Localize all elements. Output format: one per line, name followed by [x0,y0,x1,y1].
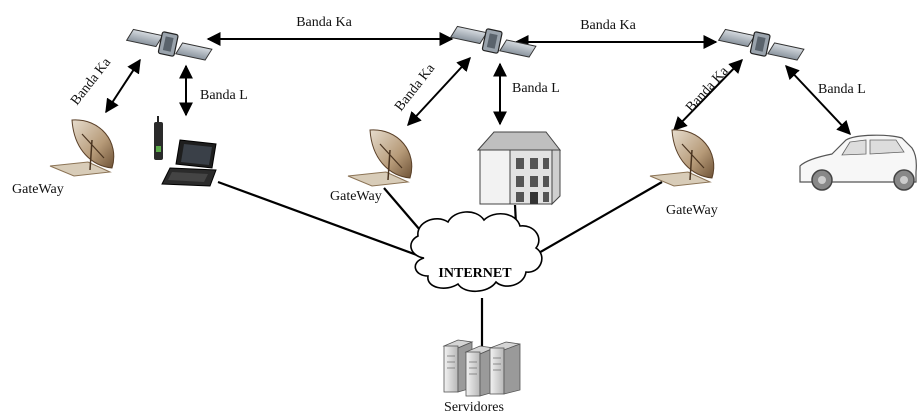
laptop-icon [154,116,217,187]
label-ka-gateway3: Banda Ka [683,63,732,115]
label-ka-gateway1: Banda Ka [68,55,115,109]
label-gateway1: GateWay [12,182,64,197]
ka-link-sat3-gateway3 [673,58,743,132]
satellite-icon [717,28,805,61]
server-rack-icon [442,339,521,397]
label-ka-sat2-sat3: Banda Ka [580,18,636,33]
link-laptop-internet [217,180,426,260]
label-gateway3: GateWay [666,203,718,218]
radio-links [105,32,851,136]
l-link-sat3-car [785,64,851,136]
internet-links [217,180,663,346]
label-ka-sat1-sat2: Banda Ka [296,15,352,30]
satellite-dish-icon [649,129,715,187]
label-l-car: Banda L [818,82,866,97]
ka-link-sat1-gateway1 [105,58,141,114]
house-icon [476,131,562,206]
ka-link-sat2-gateway2 [407,56,471,127]
label-l-house: Banda L [512,81,560,96]
label-ka-gateway2: Banda Ka [392,61,439,115]
satellite-dish-icon [347,129,413,187]
cloud-icon [410,211,543,293]
label-servers: Servidores [444,400,504,412]
satellite-dish-icon [49,119,115,177]
satellite-icon [125,28,213,61]
link-gateway3-internet [529,181,663,259]
label-gateway2: GateWay [330,189,382,204]
label-l-laptop: Banda L [200,88,248,103]
car-icon [799,134,917,191]
satellite-icon [449,25,537,58]
label-internet: INTERNET [438,266,512,281]
